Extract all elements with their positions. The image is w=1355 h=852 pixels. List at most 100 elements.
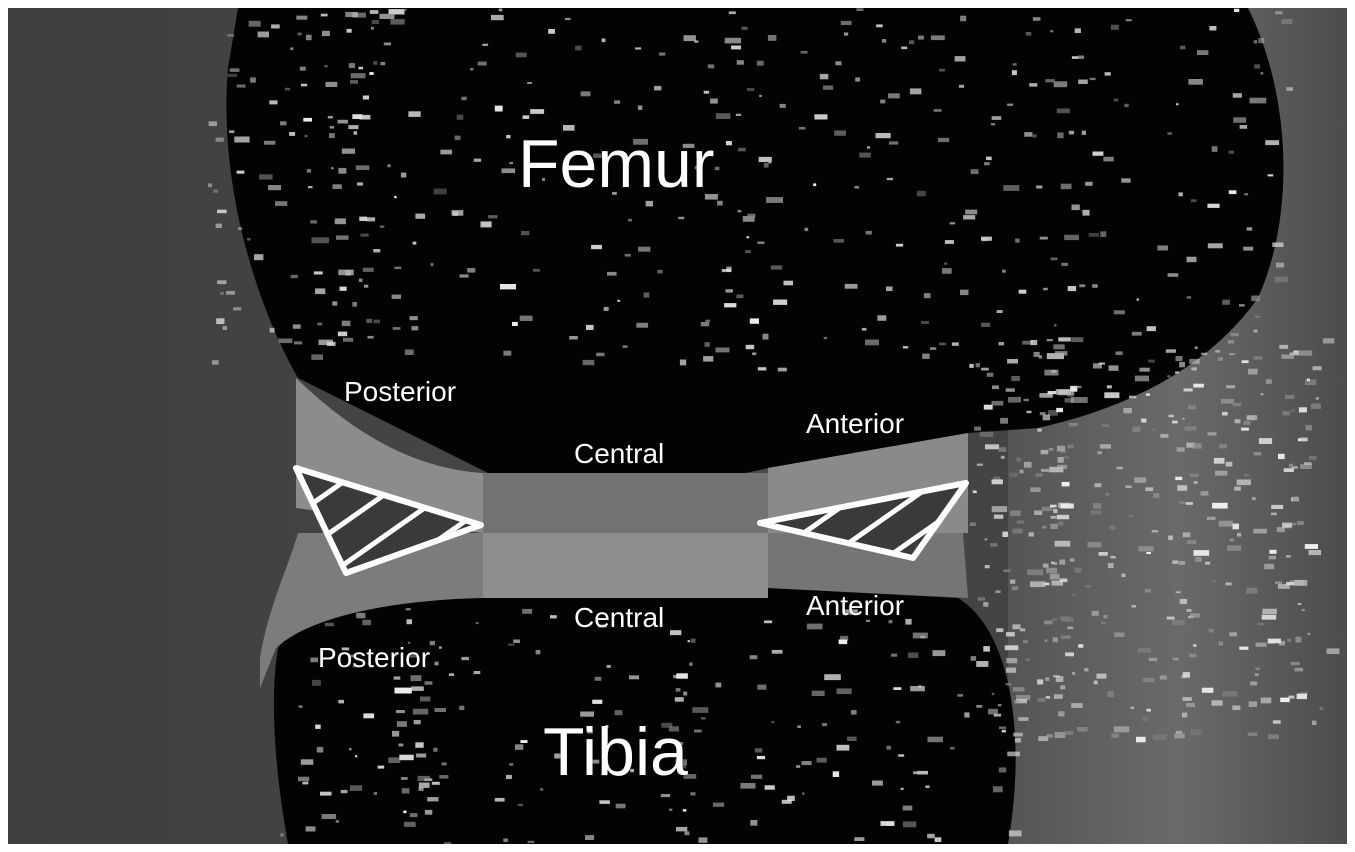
noise-speckle xyxy=(738,210,742,213)
noise-speckle xyxy=(976,661,988,667)
noise-speckle xyxy=(1057,109,1070,114)
noise-speckle xyxy=(349,748,352,750)
noise-speckle xyxy=(984,162,990,165)
noise-speckle xyxy=(1229,353,1235,355)
noise-speckle xyxy=(1187,540,1197,544)
noise-speckle xyxy=(406,608,411,610)
noise-speckle xyxy=(407,619,413,624)
noise-speckle xyxy=(411,675,422,681)
noise-speckle xyxy=(461,97,466,101)
noise-speckle xyxy=(977,464,983,466)
noise-speckle xyxy=(859,153,871,158)
noise-speckle xyxy=(917,191,926,197)
noise-speckle xyxy=(442,762,447,765)
noise-speckle xyxy=(1244,474,1249,476)
noise-speckle xyxy=(1305,544,1318,549)
noise-speckle xyxy=(380,62,385,65)
noise-speckle xyxy=(439,775,448,779)
noise-speckle xyxy=(216,318,224,324)
noise-speckle xyxy=(324,65,327,68)
noise-speckle xyxy=(502,168,516,173)
noise-speckle xyxy=(851,710,857,715)
noise-speckle xyxy=(1286,87,1293,91)
noise-speckle xyxy=(1099,552,1108,556)
noise-speckle xyxy=(1168,273,1179,277)
noise-speckle xyxy=(254,254,263,260)
noise-speckle xyxy=(1132,427,1140,432)
noise-speckle xyxy=(1003,570,1011,573)
noise-speckle xyxy=(1110,556,1115,559)
noise-speckle xyxy=(1131,605,1136,607)
noise-speckle xyxy=(1088,542,1102,547)
noise-speckle xyxy=(1008,397,1021,403)
noise-speckle xyxy=(1280,698,1290,703)
noise-speckle xyxy=(1050,30,1053,32)
noise-speckle xyxy=(1064,456,1070,459)
noise-speckle xyxy=(683,692,687,696)
noise-speckle xyxy=(1070,558,1075,561)
noise-speckle xyxy=(1072,594,1076,597)
noise-speckle xyxy=(550,615,557,618)
noise-speckle xyxy=(1186,502,1193,505)
noise-speckle xyxy=(942,268,952,274)
noise-speckle xyxy=(467,268,475,273)
noise-speckle xyxy=(1195,557,1202,562)
noise-speckle xyxy=(1125,486,1131,489)
noise-speckle xyxy=(1096,674,1106,679)
noise-speckle xyxy=(301,84,307,87)
noise-speckle xyxy=(1124,104,1128,107)
noise-speckle xyxy=(522,609,532,614)
noise-speckle xyxy=(1179,502,1185,504)
noise-speckle xyxy=(237,85,246,88)
noise-speckle xyxy=(1258,38,1264,43)
noise-speckle xyxy=(352,114,362,119)
noise-speckle xyxy=(917,771,928,775)
noise-speckle xyxy=(1009,473,1018,477)
noise-speckle xyxy=(1265,140,1279,145)
noise-speckle xyxy=(607,665,611,668)
noise-speckle xyxy=(839,640,848,645)
noise-speckle xyxy=(691,639,696,643)
noise-speckle xyxy=(778,368,787,372)
noise-speckle xyxy=(1212,580,1216,583)
noise-speckle xyxy=(370,10,379,14)
noise-speckle xyxy=(1006,658,1017,663)
noise-speckle xyxy=(1248,369,1258,375)
noise-speckle xyxy=(1046,734,1053,737)
noise-speckle xyxy=(694,730,702,733)
noise-speckle xyxy=(835,61,841,65)
noise-speckle xyxy=(1023,640,1028,643)
noise-speckle xyxy=(374,792,377,795)
noise-speckle xyxy=(1226,462,1233,467)
noise-speckle xyxy=(676,688,681,692)
noise-speckle xyxy=(905,619,911,625)
noise-speckle xyxy=(427,797,438,801)
noise-speckle xyxy=(955,56,966,61)
noise-speckle xyxy=(341,790,348,793)
noise-speckle xyxy=(1261,393,1264,395)
noise-speckle xyxy=(747,88,754,91)
noise-speckle xyxy=(1001,456,1005,459)
noise-speckle xyxy=(880,100,885,104)
noise-speckle xyxy=(380,14,395,19)
noise-speckle xyxy=(1137,298,1140,300)
noise-speckle xyxy=(747,236,750,238)
noise-speckle xyxy=(780,104,786,108)
noise-speckle xyxy=(992,693,995,696)
noise-speckle xyxy=(1044,621,1053,625)
noise-speckle xyxy=(388,757,400,763)
noise-speckle xyxy=(1090,510,1101,514)
noise-speckle xyxy=(764,163,769,168)
noise-speckle xyxy=(329,133,335,138)
noise-speckle xyxy=(1025,658,1029,660)
noise-speckle xyxy=(1085,182,1092,186)
noise-speckle xyxy=(813,183,816,186)
noise-speckle xyxy=(933,650,946,656)
noise-speckle xyxy=(523,115,530,119)
noise-speckle xyxy=(1250,682,1257,686)
noise-speckle xyxy=(881,821,895,826)
noise-speckle xyxy=(1291,662,1300,665)
noise-speckle xyxy=(1183,672,1190,678)
noise-speckle xyxy=(1243,247,1253,251)
noise-speckle xyxy=(1092,284,1098,288)
